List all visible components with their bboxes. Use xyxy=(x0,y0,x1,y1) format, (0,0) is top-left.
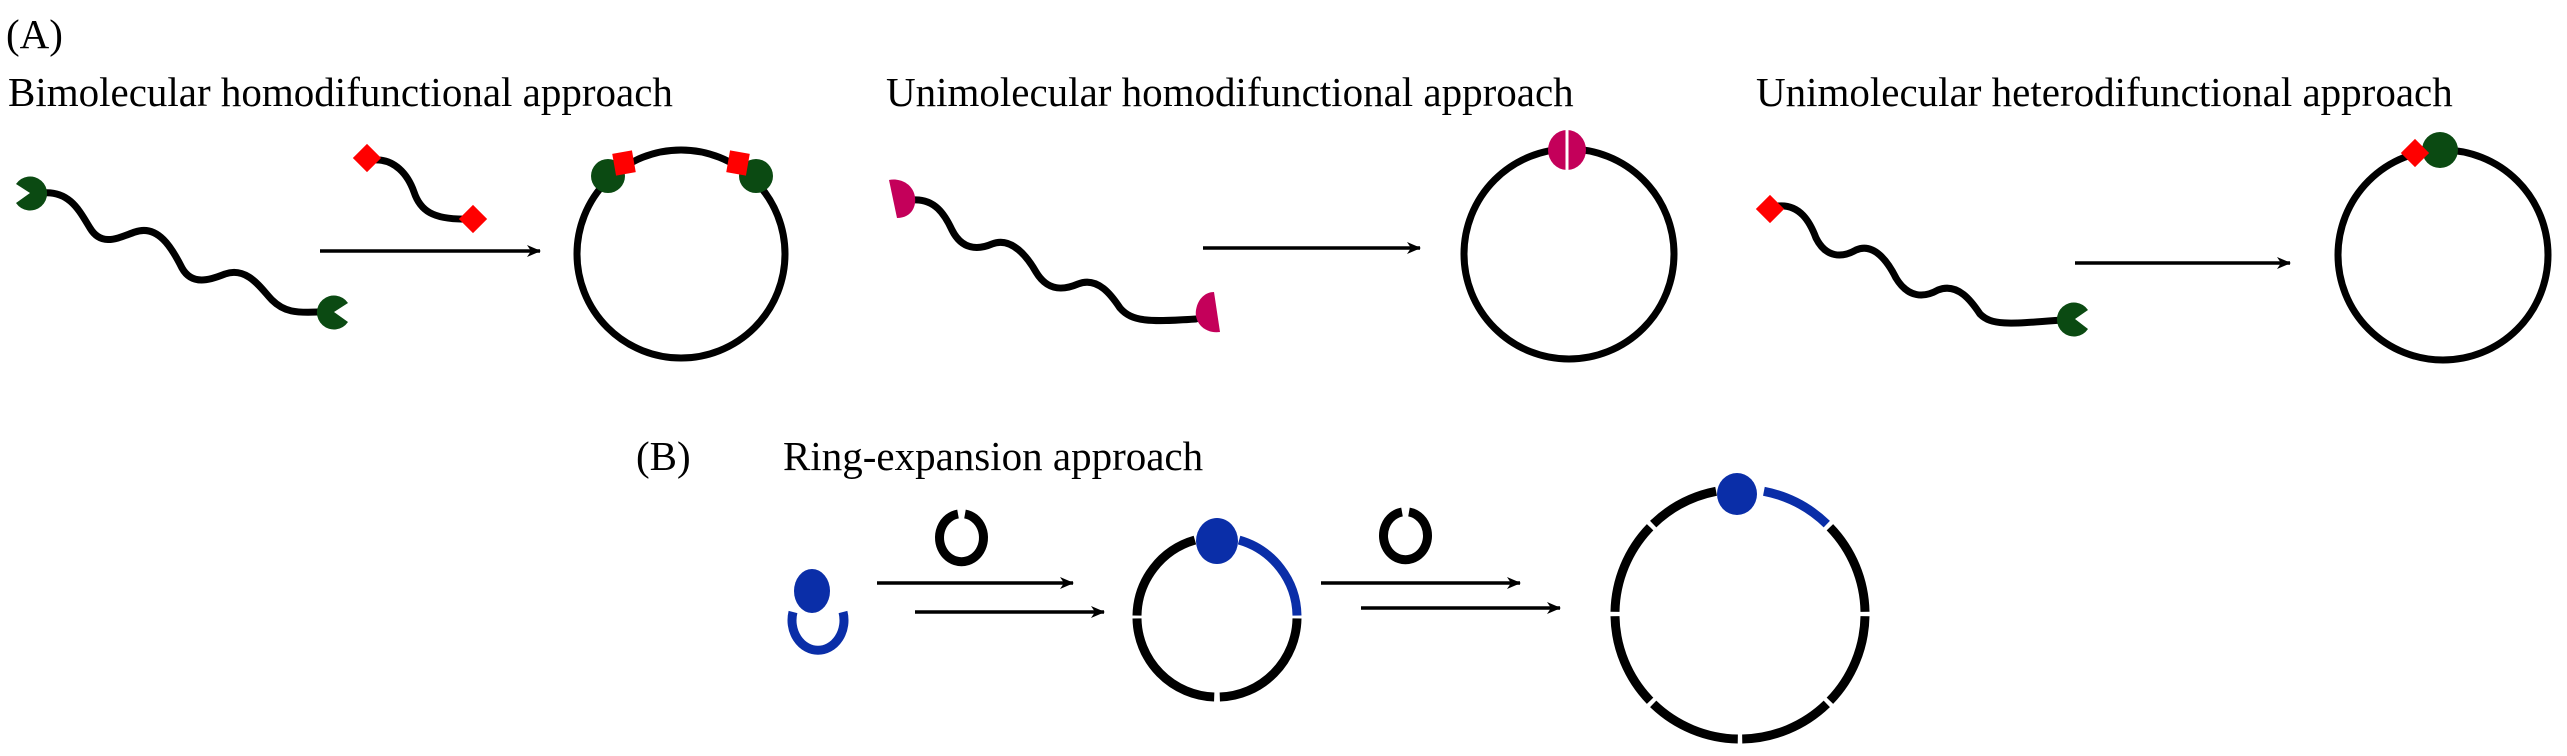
green-pacman-end-group-icon xyxy=(2056,302,2088,337)
approach-title: Unimolecular homodifunctional approach xyxy=(886,69,1574,115)
initiator-site-icon xyxy=(794,569,830,613)
red-diamond-end-group-icon xyxy=(458,204,488,234)
red-junction-icon xyxy=(2400,138,2430,168)
red-diamond-end-group-icon xyxy=(1755,194,1785,224)
expanded-ring-1 xyxy=(1132,535,1302,702)
monomer-segment xyxy=(1742,700,1830,744)
monomer-segment xyxy=(1132,618,1215,702)
approach-unimolecular-homodifunctional: Unimolecular homodifunctional approach xyxy=(886,69,1678,363)
approach-unimolecular-heterodifunctional: Unimolecular heterodifunctional approach xyxy=(1755,69,2552,364)
monomer-segment xyxy=(1610,524,1654,612)
monomer-segment xyxy=(1650,700,1738,744)
red-end-group-junction-icon xyxy=(612,150,636,176)
magenta-half-disk-end-group-icon xyxy=(889,179,916,218)
monomer-segment xyxy=(1132,535,1197,616)
monomer-segment xyxy=(1826,616,1870,704)
polymer-strand xyxy=(38,189,322,316)
macrocycle-ring xyxy=(2334,146,2552,364)
initiator-site-icon xyxy=(1717,473,1757,515)
approach-title: Bimolecular homodifunctional approach xyxy=(8,69,673,115)
green-pacman-end-group-icon xyxy=(16,176,48,211)
initiator-site-icon xyxy=(1196,518,1238,564)
approach-title: Unimolecular heterodifunctional approach xyxy=(1756,69,2453,115)
expanded-ring-2 xyxy=(1610,486,1870,744)
panel-b-title: Ring-expansion approach xyxy=(783,433,1203,479)
red-end-group-junction-icon xyxy=(726,150,750,176)
red-diamond-end-group-icon xyxy=(352,143,382,173)
approach-bimolecular-homodifunctional: Bimolecular homodifunctional approach xyxy=(8,69,789,362)
monomer-segment xyxy=(1610,616,1654,704)
green-pacman-end-group-icon xyxy=(316,295,348,330)
green-end-group-junction-icon xyxy=(739,159,773,193)
macrocycle-ring xyxy=(573,146,789,362)
monomer-segment xyxy=(1219,618,1302,702)
panel-a-tag: (A) xyxy=(6,11,63,57)
macrocycle-ring xyxy=(1460,145,1678,363)
ring-expansion-scheme xyxy=(787,473,1870,744)
polymer-strand xyxy=(1774,202,2066,327)
polymer-strand xyxy=(908,196,1200,325)
cyclic-monomer-icon xyxy=(935,509,988,567)
cyclic-monomer-icon xyxy=(1379,507,1432,565)
linker-strand xyxy=(368,156,472,223)
monomer-segment xyxy=(1650,486,1718,528)
initiator-segment xyxy=(1237,535,1302,616)
magenta-half-disk-end-group-icon xyxy=(1195,292,1220,333)
green-junction-icon xyxy=(2422,132,2458,168)
initiator-segment xyxy=(1762,486,1830,528)
cyclic-initiator-ring xyxy=(787,610,849,655)
panel-b-tag: (B) xyxy=(636,433,691,479)
monomer-segment xyxy=(1826,524,1870,612)
